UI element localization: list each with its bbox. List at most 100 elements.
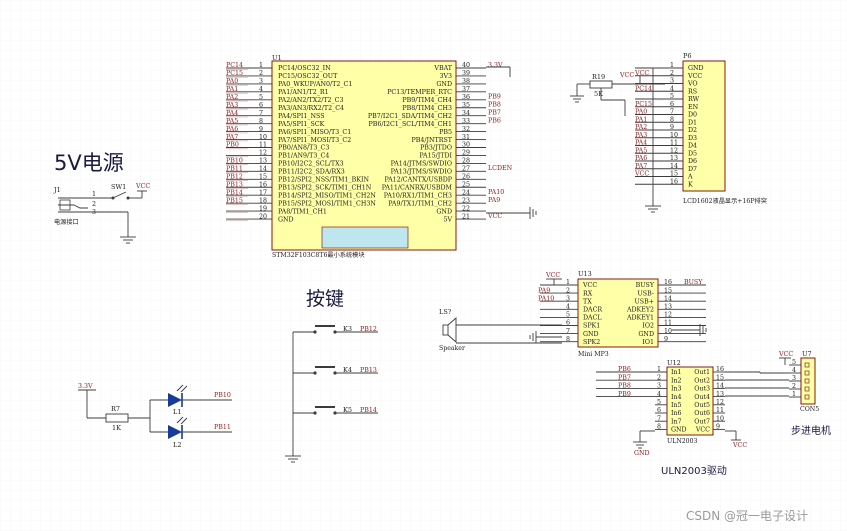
con5-pin-number: 1 xyxy=(792,391,796,398)
stm32-net-label: PA4 xyxy=(226,110,238,117)
lcd-pin-name: D1 xyxy=(688,119,697,126)
lcd-pin-number: 7 xyxy=(670,109,674,116)
lcd-pin-name: RW xyxy=(688,96,700,103)
lcd-net-label: VCC xyxy=(634,70,649,77)
uln-pin-number: 2 xyxy=(657,374,661,381)
stm32-pin-name: PA5/SPI1_SCK xyxy=(278,121,325,128)
led-net-pb11: PB11 xyxy=(214,424,231,431)
mp3-pin-name: RX xyxy=(583,290,593,297)
stm32-pin-number: 40 xyxy=(462,62,470,69)
stm32-pin-number: 12 xyxy=(259,150,267,157)
lcd-pin-number: 1 xyxy=(670,62,674,69)
con5-body xyxy=(800,357,816,405)
lcd-connector-body xyxy=(682,60,726,192)
u7-caption: CON5 xyxy=(800,406,819,413)
mp3-pin-number: 1 xyxy=(566,279,570,286)
uln-pin-name: In1 xyxy=(671,369,682,376)
stm32-net-label: 3.3V xyxy=(488,62,503,69)
stm32-pin-name: PC14/OSC32_IN xyxy=(278,65,331,72)
stm32-pin-number: 38 xyxy=(462,78,470,85)
uln-pin-number: 16 xyxy=(716,366,724,373)
watermark: CSDN @冠一电子设计 xyxy=(686,509,808,523)
j1-pin1: 1 xyxy=(92,191,96,198)
stm32-pin-name: PB0/AN8/T3_C3 xyxy=(278,145,329,152)
r19-value: 5K xyxy=(594,90,603,98)
stm32-pin-name: GND xyxy=(278,216,294,223)
stm32-net-label: VCC xyxy=(487,213,502,220)
lcd-net-label: PA0 xyxy=(635,109,647,116)
stm32-pin-name: PA13/JTMS/SWDIO xyxy=(391,169,452,176)
stm32-pin-number: 32 xyxy=(462,126,470,133)
stm32-pin-number: 39 xyxy=(462,70,470,77)
uln-pin-name: In4 xyxy=(671,394,682,401)
mp3-body xyxy=(577,278,659,348)
mp3-pin-number: 14 xyxy=(664,295,672,302)
ground-symbol-icon xyxy=(285,455,301,463)
uln-pin-number: 8 xyxy=(657,424,661,431)
lcd-pin-number: 12 xyxy=(670,147,678,154)
stm32-net-label: PB12 xyxy=(226,174,243,181)
j1-pin3: 3 xyxy=(92,209,96,216)
mp3-net-label: PA10 xyxy=(538,295,554,302)
uln-pin-name: VCC xyxy=(695,427,710,434)
uln-pin-number: 3 xyxy=(657,383,661,390)
stm32-net-label: PA9 xyxy=(488,197,500,204)
stm32-pin-name: PA0_WKUP/AN0/T2_C1 xyxy=(278,81,352,88)
stm32-pin-number: 34 xyxy=(462,110,470,117)
stm32-pin-name: PA2/AN2/TX2/T2_C3 xyxy=(278,97,344,104)
stm32-pin-name: PA3/AN3/RX2/T2_C4 xyxy=(278,105,344,112)
stm32-net-label: PB10 xyxy=(226,158,243,165)
stm32-pin-number: 30 xyxy=(462,142,470,149)
stm32-net-label: PA0 xyxy=(226,78,238,85)
uln-pin-number: 11 xyxy=(716,407,724,414)
u7-ref: U7 xyxy=(802,350,812,358)
uln-net-label: PB9 xyxy=(618,391,631,398)
u12-caption: ULN2003 xyxy=(667,438,698,445)
r7-value: 1K xyxy=(112,424,121,432)
lcd-pin-number: 8 xyxy=(670,116,674,123)
led-section: 3.3V R7 1K L1 L2 PB10 PB11 xyxy=(78,383,232,449)
stm32-pin-name: PC13/TEMPER_RTC xyxy=(387,89,452,96)
mp3-pin-number: 5 xyxy=(566,312,570,319)
lcd-pin-name: VCC xyxy=(687,73,702,80)
stm32-pin-name: GND xyxy=(436,81,452,88)
lcd-pin-name: D3 xyxy=(688,135,697,142)
switch-contact-icon xyxy=(313,330,317,334)
uln-pin-name: In2 xyxy=(671,377,682,384)
stm32-pin-number: 29 xyxy=(462,150,470,157)
mp3-pin-name: USB+ xyxy=(634,298,654,305)
dc-jack-icon xyxy=(58,197,88,213)
stm32-pin-number: 6 xyxy=(259,102,263,109)
stm32-pin-number: 33 xyxy=(462,118,470,125)
mp3-pin-number: 16 xyxy=(664,279,672,286)
stm32-pin-number: 9 xyxy=(259,126,263,133)
stm32-pin-name: PB1/AN9/T3_C4 xyxy=(278,153,329,160)
lcd-pin-number: 6 xyxy=(670,101,674,108)
uln-pin-number: 15 xyxy=(716,374,724,381)
uln-pin-name: Out6 xyxy=(694,410,710,417)
lcd-pin-number: 13 xyxy=(670,155,678,162)
mp3-pin-number: 15 xyxy=(664,287,672,294)
lcd-pin-name: D6 xyxy=(688,158,697,165)
mp3-pin-number: 13 xyxy=(664,304,672,311)
uln-gnd-label: GND xyxy=(634,450,650,457)
j1-pin2: 2 xyxy=(92,201,96,208)
u1-ref: U1 xyxy=(272,54,282,62)
con5-pin-number: 3 xyxy=(792,375,796,382)
stm32-pin-name: PB12/SPI2_NSS/TIM1_BKIN xyxy=(278,177,369,184)
speaker-ref: LS? xyxy=(439,308,452,316)
mp3-pin-number: 6 xyxy=(566,320,570,327)
mp3-pin-name: ADKEY2 xyxy=(626,307,654,314)
led-net-pb10: PB10 xyxy=(214,392,231,399)
uln-net-label: PB8 xyxy=(618,383,631,390)
stm32-net-label: PA6 xyxy=(226,126,238,133)
stm32-pin-name: 3V3 xyxy=(439,73,452,80)
stm32-pin-number: 27 xyxy=(462,166,470,173)
key-net-label: PB13 xyxy=(360,367,377,374)
lcd-pin-name: VO xyxy=(687,81,698,88)
ground-symbol-icon xyxy=(645,205,661,213)
